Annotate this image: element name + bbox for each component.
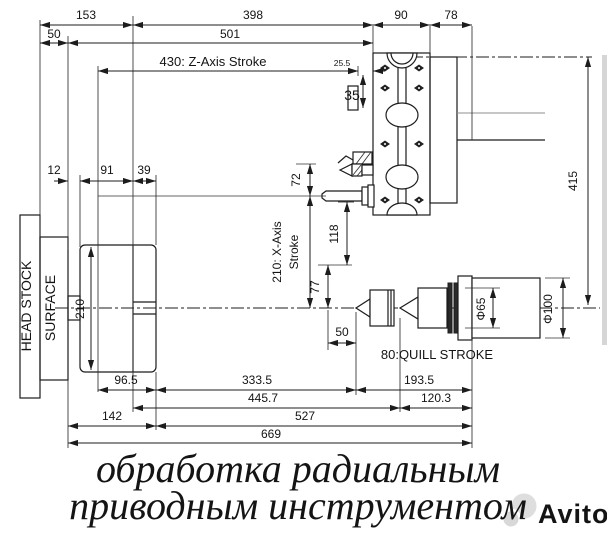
dimension-lines xyxy=(40,21,592,447)
dim-label-x-stroke-2: Stroke xyxy=(287,234,301,269)
dim-label-118: 118 xyxy=(327,224,341,243)
dim-label-193-5: 193.5 xyxy=(404,373,434,387)
turret-station-bottom xyxy=(386,202,418,216)
center-tip-extended xyxy=(398,295,419,321)
center-tip-retracted xyxy=(354,297,371,319)
dim-label-12: 12 xyxy=(47,163,61,177)
turret-station-top xyxy=(386,52,418,69)
bar-holder xyxy=(367,184,375,208)
watermark-logo-circle-small xyxy=(500,508,522,530)
dim-label-phi100: Φ100 xyxy=(541,294,555,324)
dim-label-z-stroke: 430: Z-Axis Stroke xyxy=(160,54,267,69)
dim-label-x-stroke-1: 210: X-Axis xyxy=(270,221,284,282)
dim-label-415: 415 xyxy=(566,171,580,191)
label-surface: SURFACE xyxy=(42,275,58,341)
quill-body xyxy=(417,287,448,329)
caption-line-2: приводным инструментом xyxy=(69,483,527,528)
dim-label-669: 669 xyxy=(261,427,281,441)
dim-label-25-5: 25.5 xyxy=(334,58,351,68)
dimension-labels: 153 398 90 78 50 501 430: Z-Axis Stroke … xyxy=(18,8,580,441)
dim-label-35: 35 xyxy=(344,87,360,103)
turret-face xyxy=(372,52,431,216)
dim-label-501: 501 xyxy=(220,27,240,41)
dim-label-91: 91 xyxy=(100,163,114,177)
dim-label-39: 39 xyxy=(137,163,151,177)
dim-label-527: 527 xyxy=(295,409,315,423)
quill-ring-1 xyxy=(447,282,453,334)
photo-edge-strip xyxy=(602,55,607,345)
dim-label-quill-stroke: 80:QUILL STROKE xyxy=(381,347,494,362)
caption: обработка радиальным приводным инструмен… xyxy=(69,446,527,528)
dim-label-78: 78 xyxy=(444,8,458,22)
bar-collet xyxy=(361,186,369,206)
dim-label-153: 153 xyxy=(76,8,96,22)
dim-label-72: 72 xyxy=(289,173,303,187)
drill-shank xyxy=(361,164,374,176)
live-tool-group xyxy=(321,151,375,208)
tailstock-group xyxy=(354,275,541,341)
turret-housing xyxy=(429,56,458,204)
tailstock-flange xyxy=(457,275,473,341)
dim-label-445-7: 445.7 xyxy=(248,391,278,405)
turret-station-mid xyxy=(385,102,419,128)
dim-label-90: 90 xyxy=(394,8,408,22)
extension-lines xyxy=(39,16,570,448)
dim-label-398: 398 xyxy=(243,8,263,22)
label-head-stock: HEAD STOCK xyxy=(18,260,34,351)
dim-label-phi65: Φ65 xyxy=(474,297,488,320)
chuck-body xyxy=(79,244,157,373)
dim-label-50-top: 50 xyxy=(47,27,61,41)
coolant-lever xyxy=(337,155,354,164)
dim-label-120-3: 120.3 xyxy=(421,391,451,405)
boring-bar xyxy=(321,190,363,202)
quill-ring-2 xyxy=(453,282,459,334)
turret-clamp-block xyxy=(347,85,359,111)
turret-station-low xyxy=(385,164,419,190)
center-body-retracted xyxy=(369,289,395,327)
dim-label-96-5: 96.5 xyxy=(114,373,138,387)
dim-label-210-chuck: 210 xyxy=(73,299,87,319)
turret-group xyxy=(347,52,545,216)
dim-label-50-mid: 50 xyxy=(335,325,349,339)
caption-line-1: обработка радиальным xyxy=(96,446,500,491)
drill-tip xyxy=(338,163,353,177)
dim-label-77: 77 xyxy=(308,280,322,294)
dim-label-333-5: 333.5 xyxy=(242,373,272,387)
watermark-text: Avito xyxy=(538,499,607,529)
headstock-group xyxy=(19,214,157,399)
watermark: Avito xyxy=(500,490,607,530)
dim-label-142: 142 xyxy=(102,409,122,423)
